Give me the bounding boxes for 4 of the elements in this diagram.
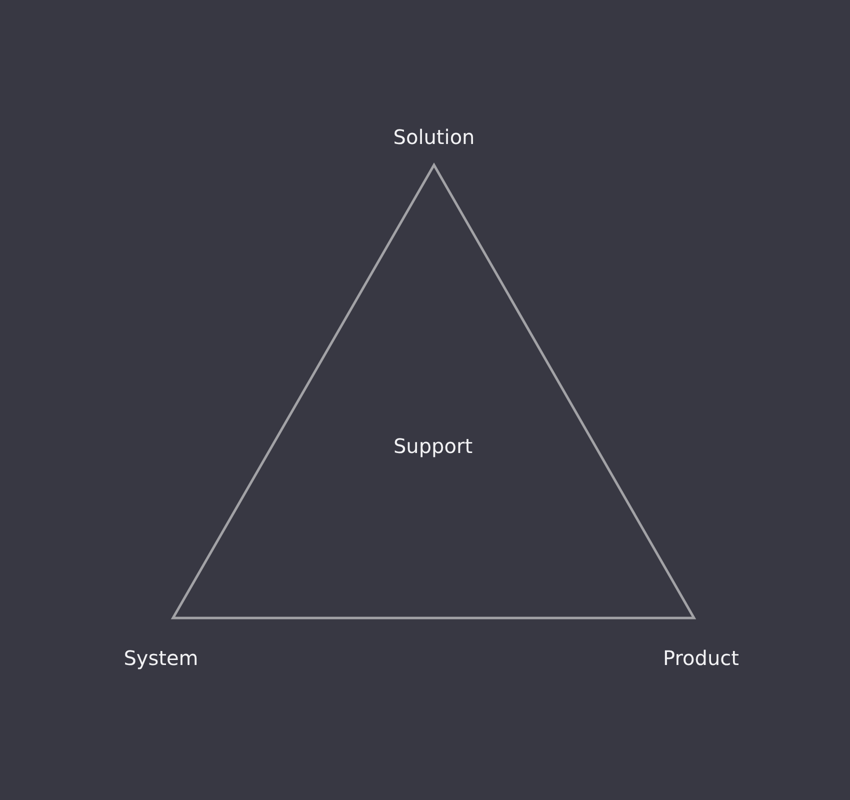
center-label: Support [393,434,473,458]
vertex-label: System [124,646,198,670]
vertex-label: Solution [393,125,475,149]
vertex-label: Product [663,646,739,670]
